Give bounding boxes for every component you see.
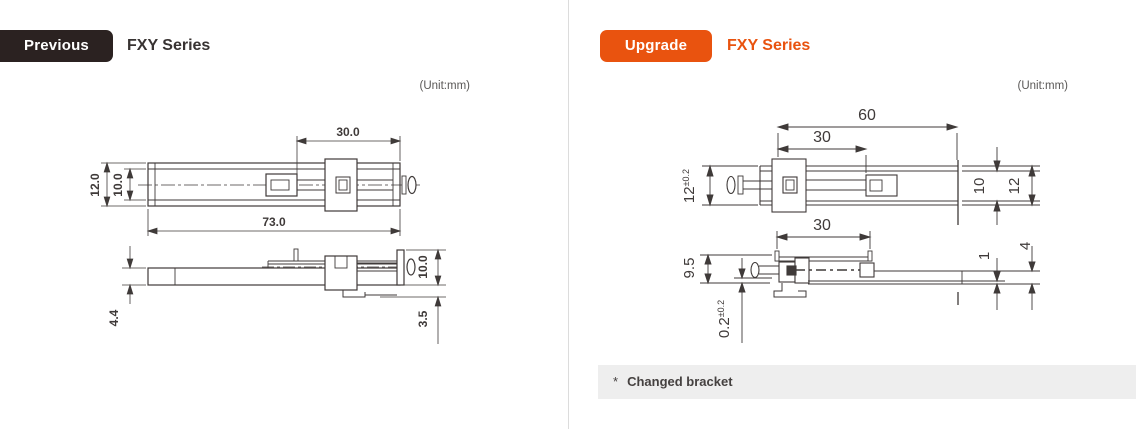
upgrade-series-title: FXY Series [727,37,811,54]
dim-label-plate-thickness: 1 [976,252,993,260]
upgrade-side-view-dimensions [700,231,1040,343]
dim-label-height-outer: 12 [1006,178,1023,195]
previous-side-view-dimensions [122,246,446,344]
panel-divider [568,0,569,429]
dim-label-stroke: 30.0 [336,125,360,139]
dim-label-length: 73.0 [262,215,286,229]
dim-label-height-outer: 12.0 [88,173,102,197]
previous-panel: Previous FXY Series (Unit:mm) [0,0,568,431]
dim-label-height-inner: 10 [971,178,988,195]
dim-label-length: 60 [858,107,876,124]
previous-top-view-dimensions [101,136,402,236]
upgrade-top-view-dimensions [702,123,1040,225]
dim-label-height-inner: 10.0 [111,173,125,197]
dim-label-base-thickness: 4.4 [107,309,121,326]
dim-label-side-height: 10.0 [416,255,430,279]
dim-label-bracket-drop: 3.5 [416,310,430,327]
previous-badge: Previous [0,30,113,62]
previous-top-view [138,158,420,212]
note-text: Changed bracket [627,374,733,389]
dim-label-stroke-side: 30 [813,217,831,234]
upgrade-badge: Upgrade [600,30,712,62]
dim-label-gap: 0.2±0.2 [716,300,733,338]
upgrade-technical-drawing: 60 30 12±0.2 10 12 [681,107,1040,343]
dim-label-side-height: 9.5 [681,258,698,279]
note-asterisk: * [613,374,619,389]
previous-technical-drawing: 30.0 73.0 12.0 10.0 [88,125,446,344]
upgrade-panel: Upgrade FXY Series (Unit:mm) [569,0,1140,431]
upgrade-badge-label: Upgrade [624,37,688,54]
previous-series-title: FXY Series [127,37,211,54]
dim-label-stroke-top: 30 [813,129,831,146]
change-note: * Changed bracket [598,365,1136,399]
upgrade-top-view [726,158,959,225]
previous-unit-label: (Unit:mm) [419,80,470,92]
upgrade-unit-label: (Unit:mm) [1017,80,1068,92]
previous-side-view [147,248,416,298]
dim-label-height-left: 12±0.2 [681,169,698,203]
dim-label-right-height: 4 [1017,242,1034,250]
upgrade-side-view [750,250,963,305]
previous-badge-label: Previous [24,37,89,54]
